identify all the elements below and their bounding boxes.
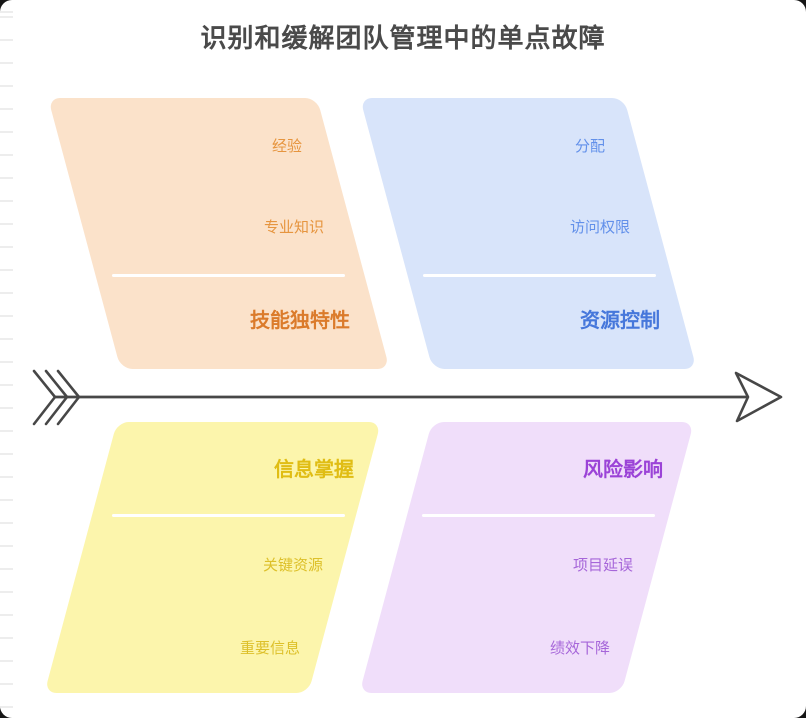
branch-title-label[interactable]: 资源控制	[580, 308, 660, 332]
branch-item-label[interactable]: 关键资源	[262, 556, 323, 574]
branch-skill-uniqueness-divider	[112, 274, 345, 277]
branch-item-label[interactable]: 分配	[574, 137, 605, 155]
left-ruler-ticks	[0, 0, 13, 718]
branch-title-label[interactable]: 技能独特性	[250, 308, 350, 332]
branch-item-label[interactable]: 经验	[271, 137, 302, 155]
branch-item-label[interactable]: 重要信息	[239, 639, 300, 657]
branch-risk-impact-divider	[422, 514, 655, 517]
branch-item-label[interactable]: 绩效下降	[549, 639, 610, 657]
branch-item-label[interactable]: 项目延误	[572, 556, 633, 574]
branch-title-label[interactable]: 信息掌握	[274, 457, 354, 481]
branch-information-hold-divider	[112, 514, 345, 517]
branch-resource-control-divider	[423, 274, 656, 277]
branch-title-label[interactable]: 风险影响	[583, 457, 663, 481]
branch-item-label[interactable]: 专业知识	[263, 218, 324, 236]
branch-item-label[interactable]: 访问权限	[569, 218, 630, 236]
diagram-title[interactable]: 识别和缓解团队管理中的单点故障	[200, 24, 606, 54]
